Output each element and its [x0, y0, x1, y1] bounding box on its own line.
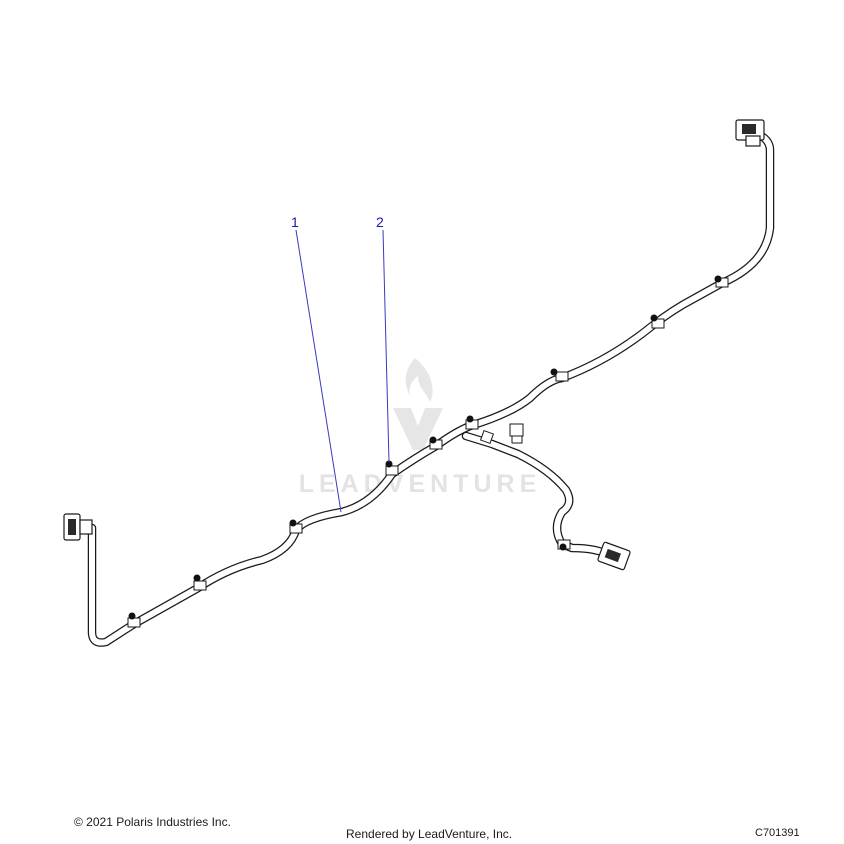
leader-line-1 [295, 229, 342, 513]
clip [465, 415, 479, 430]
clip [714, 275, 729, 288]
callouts: 1 2 [291, 214, 390, 513]
clip [650, 314, 665, 329]
connector-left [63, 513, 93, 541]
clip [429, 436, 443, 450]
rendered-by-text: Rendered by LeadVenture, Inc. [346, 827, 513, 841]
callout-2[interactable]: 2 [376, 214, 384, 230]
flame-icon [405, 358, 433, 402]
diagram-code: C701391 [755, 827, 800, 839]
copyright-text: © 2021 Polaris Industries Inc. [74, 815, 231, 829]
clip [289, 519, 303, 534]
connector-branch [597, 541, 631, 571]
callout-1[interactable]: 1 [291, 214, 299, 230]
wire-harness [87, 129, 775, 647]
connector-top-right [735, 119, 765, 147]
clip [385, 460, 399, 476]
clip [550, 368, 569, 382]
junction-clip [509, 423, 524, 437]
v-logo-icon [393, 408, 443, 450]
clip [557, 539, 571, 551]
leadventure-watermark: LEADVENTURE [299, 358, 536, 498]
harness-clips [127, 275, 729, 628]
leader-line-2 [382, 229, 390, 463]
clip [127, 612, 141, 628]
clip [193, 574, 207, 591]
